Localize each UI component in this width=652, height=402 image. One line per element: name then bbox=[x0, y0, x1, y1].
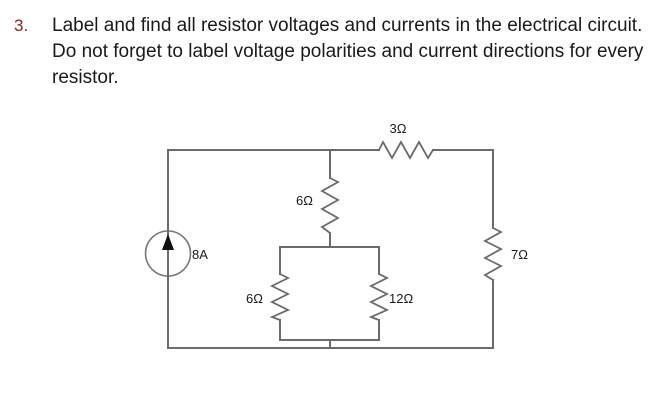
resistor-6ohm-bottom-symbol bbox=[269, 273, 291, 321]
question-text: Label and find all resistor voltages and… bbox=[52, 15, 649, 88]
current-source-arrow-icon bbox=[162, 234, 174, 250]
circuit-diagram: 3Ω 6Ω 7Ω 6Ω 12Ω 8A bbox=[0, 108, 652, 402]
question-block: 3. Label and find all resistor voltages … bbox=[0, 0, 652, 112]
label-6ohm-bottom: 6Ω bbox=[246, 291, 263, 306]
resistor-3ohm-symbol bbox=[378, 140, 434, 160]
label-3ohm: 3Ω bbox=[390, 121, 407, 136]
resistor-7ohm-symbol bbox=[483, 227, 503, 281]
label-7ohm: 7Ω bbox=[511, 247, 528, 262]
resistor-6ohm-mid-symbol bbox=[320, 177, 340, 234]
circuit-svg: 3Ω 6Ω 7Ω 6Ω 12Ω 8A bbox=[144, 121, 528, 349]
label-12ohm: 12Ω bbox=[389, 291, 413, 306]
question-number: 3. bbox=[14, 16, 29, 35]
label-current-source: 8A bbox=[192, 247, 208, 262]
label-6ohm-mid: 6Ω bbox=[296, 193, 313, 208]
resistor-12ohm-symbol bbox=[368, 273, 390, 321]
